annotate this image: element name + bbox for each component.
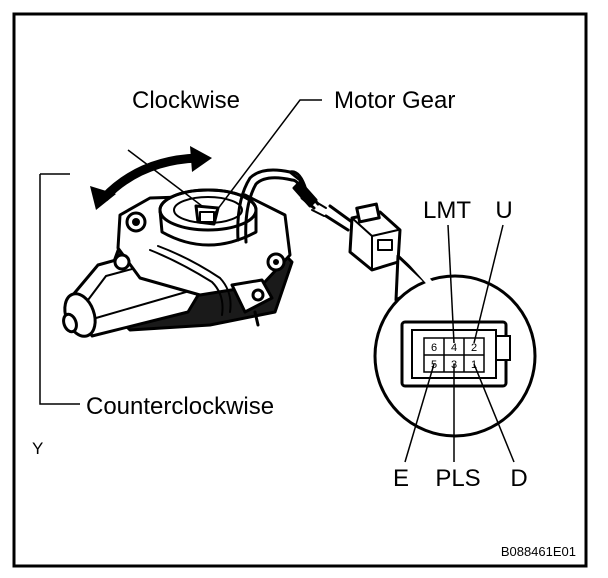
motor-gear-leader bbox=[213, 99, 322, 215]
d-label: D bbox=[510, 465, 527, 492]
figure-code: B088461E01 bbox=[501, 544, 576, 559]
pin-6: 6 bbox=[431, 342, 437, 354]
motor-illustration bbox=[62, 168, 402, 338]
clockwise-label: Clockwise bbox=[132, 87, 240, 114]
counterclockwise-leader bbox=[39, 174, 80, 405]
pls-label: PLS bbox=[435, 465, 480, 492]
counterclockwise-label: Counterclockwise bbox=[86, 393, 274, 420]
clockwise-leader bbox=[127, 149, 203, 207]
pin-leaders bbox=[404, 224, 515, 463]
connector-callout: 6 4 2 5 3 1 bbox=[373, 224, 537, 463]
rotation-arrow bbox=[90, 146, 212, 210]
motor-gear-label: Motor Gear bbox=[334, 87, 455, 114]
pin-4: 4 bbox=[451, 342, 457, 354]
u-label: U bbox=[495, 197, 512, 224]
y-mark: Y bbox=[32, 439, 43, 458]
leader-lines bbox=[39, 99, 322, 405]
pin-2: 2 bbox=[471, 342, 477, 354]
lmt-label: LMT bbox=[423, 197, 471, 224]
e-label: E bbox=[393, 465, 409, 492]
